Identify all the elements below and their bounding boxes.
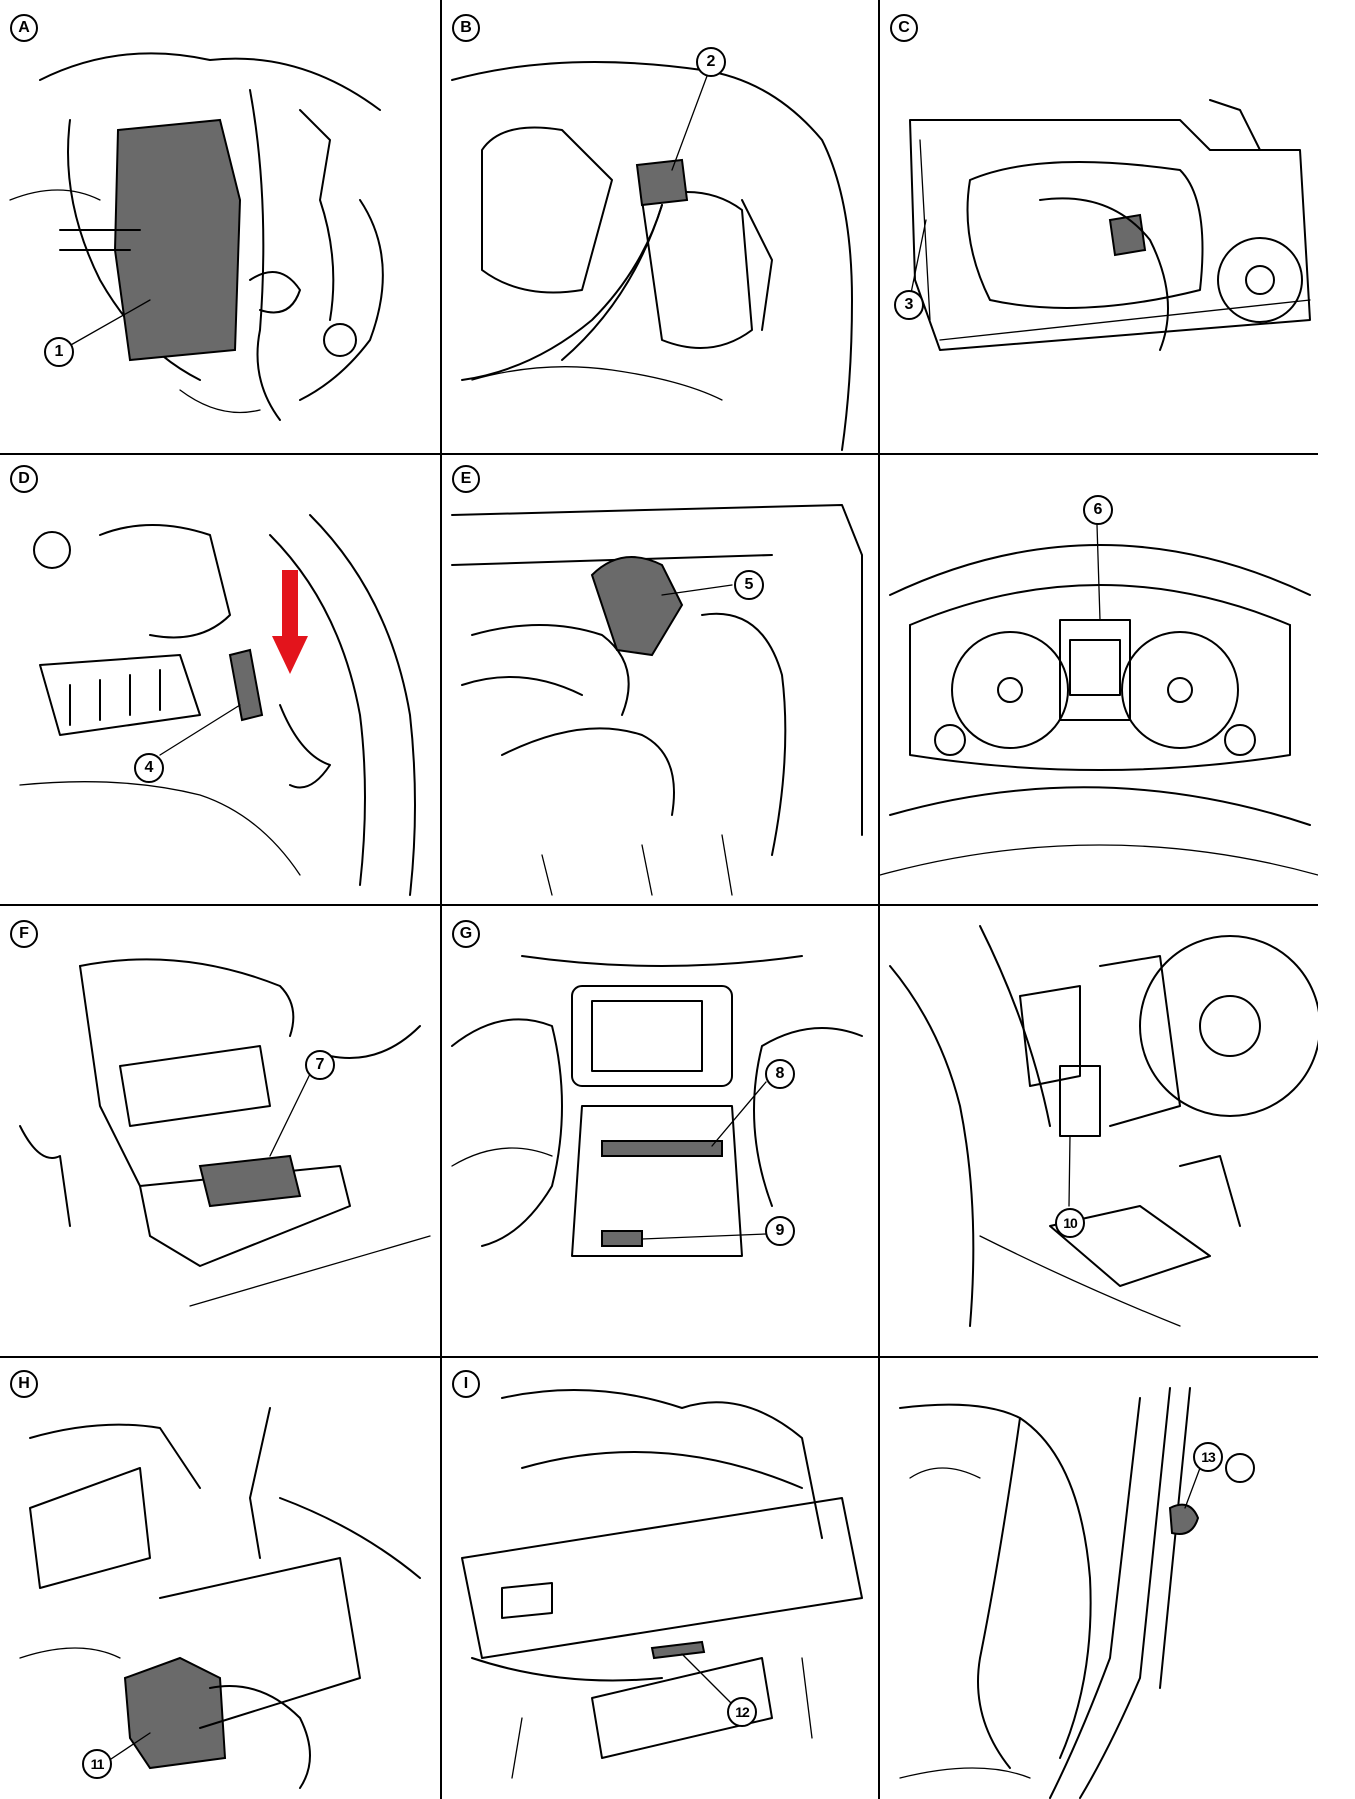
- callout-11: 11: [82, 1749, 112, 1779]
- panel-h-drawing: [19, 1407, 421, 1789]
- panel-c-drawing: [909, 99, 1311, 351]
- panel-letter-b: B: [452, 14, 480, 42]
- panel-d: D 4: [0, 455, 440, 904]
- panel-h: H 11: [0, 1358, 440, 1799]
- panel-door-sill: 13: [880, 1358, 1318, 1799]
- panel-e: E 5: [442, 455, 878, 904]
- panel-i-drawing: [461, 1389, 863, 1779]
- panel-d-drawing: [19, 514, 416, 896]
- red-down-arrow: [272, 570, 308, 674]
- panel-g-drawing: [451, 955, 863, 1257]
- callout-8: 8: [765, 1059, 795, 1089]
- horizontal-divider-1: [0, 453, 1318, 455]
- panel-letter-f: F: [10, 920, 38, 948]
- panel-g: G 8 9: [442, 906, 878, 1356]
- panel-b: B 2: [442, 0, 878, 453]
- panel-i: I 12: [442, 1358, 878, 1799]
- panel-c: C 3: [880, 0, 1318, 453]
- panel-f-drawing: [19, 958, 431, 1307]
- panel-dash-drawing: [889, 925, 1318, 1327]
- callout-7: 7: [305, 1050, 335, 1080]
- callout-5: 5: [734, 570, 764, 600]
- panel-instrument-cluster: 6: [880, 455, 1318, 904]
- callout-12: 12: [727, 1697, 757, 1727]
- panel-lower-dash: 10: [880, 906, 1318, 1356]
- panel-cluster-drawing: [880, 524, 1318, 876]
- panel-sill-drawing: [899, 1387, 1255, 1799]
- vertical-divider-left: [440, 0, 442, 1799]
- panel-letter-d: D: [10, 465, 38, 493]
- callout-13: 13: [1193, 1442, 1223, 1472]
- callout-3: 3: [894, 290, 924, 320]
- panel-letter-g: G: [452, 920, 480, 948]
- panel-e-drawing: [451, 504, 863, 896]
- panel-b-drawing: [451, 61, 853, 451]
- callout-10: 10: [1055, 1208, 1085, 1238]
- panel-a-drawing: [9, 52, 384, 421]
- panel-letter-c: C: [890, 14, 918, 42]
- callout-4: 4: [134, 753, 164, 783]
- callout-9: 9: [765, 1216, 795, 1246]
- panel-letter-h: H: [10, 1370, 38, 1398]
- panel-letter-a: A: [10, 14, 38, 42]
- panel-letter-e: E: [452, 465, 480, 493]
- panel-letter-i: I: [452, 1370, 480, 1398]
- horizontal-divider-2: [0, 904, 1318, 906]
- vertical-divider-right: [878, 0, 880, 1799]
- panel-f: F 7: [0, 906, 440, 1356]
- callout-2: 2: [696, 47, 726, 77]
- panel-a: A 1: [0, 0, 440, 453]
- horizontal-divider-3: [0, 1356, 1318, 1358]
- callout-6: 6: [1083, 495, 1113, 525]
- callout-1: 1: [44, 337, 74, 367]
